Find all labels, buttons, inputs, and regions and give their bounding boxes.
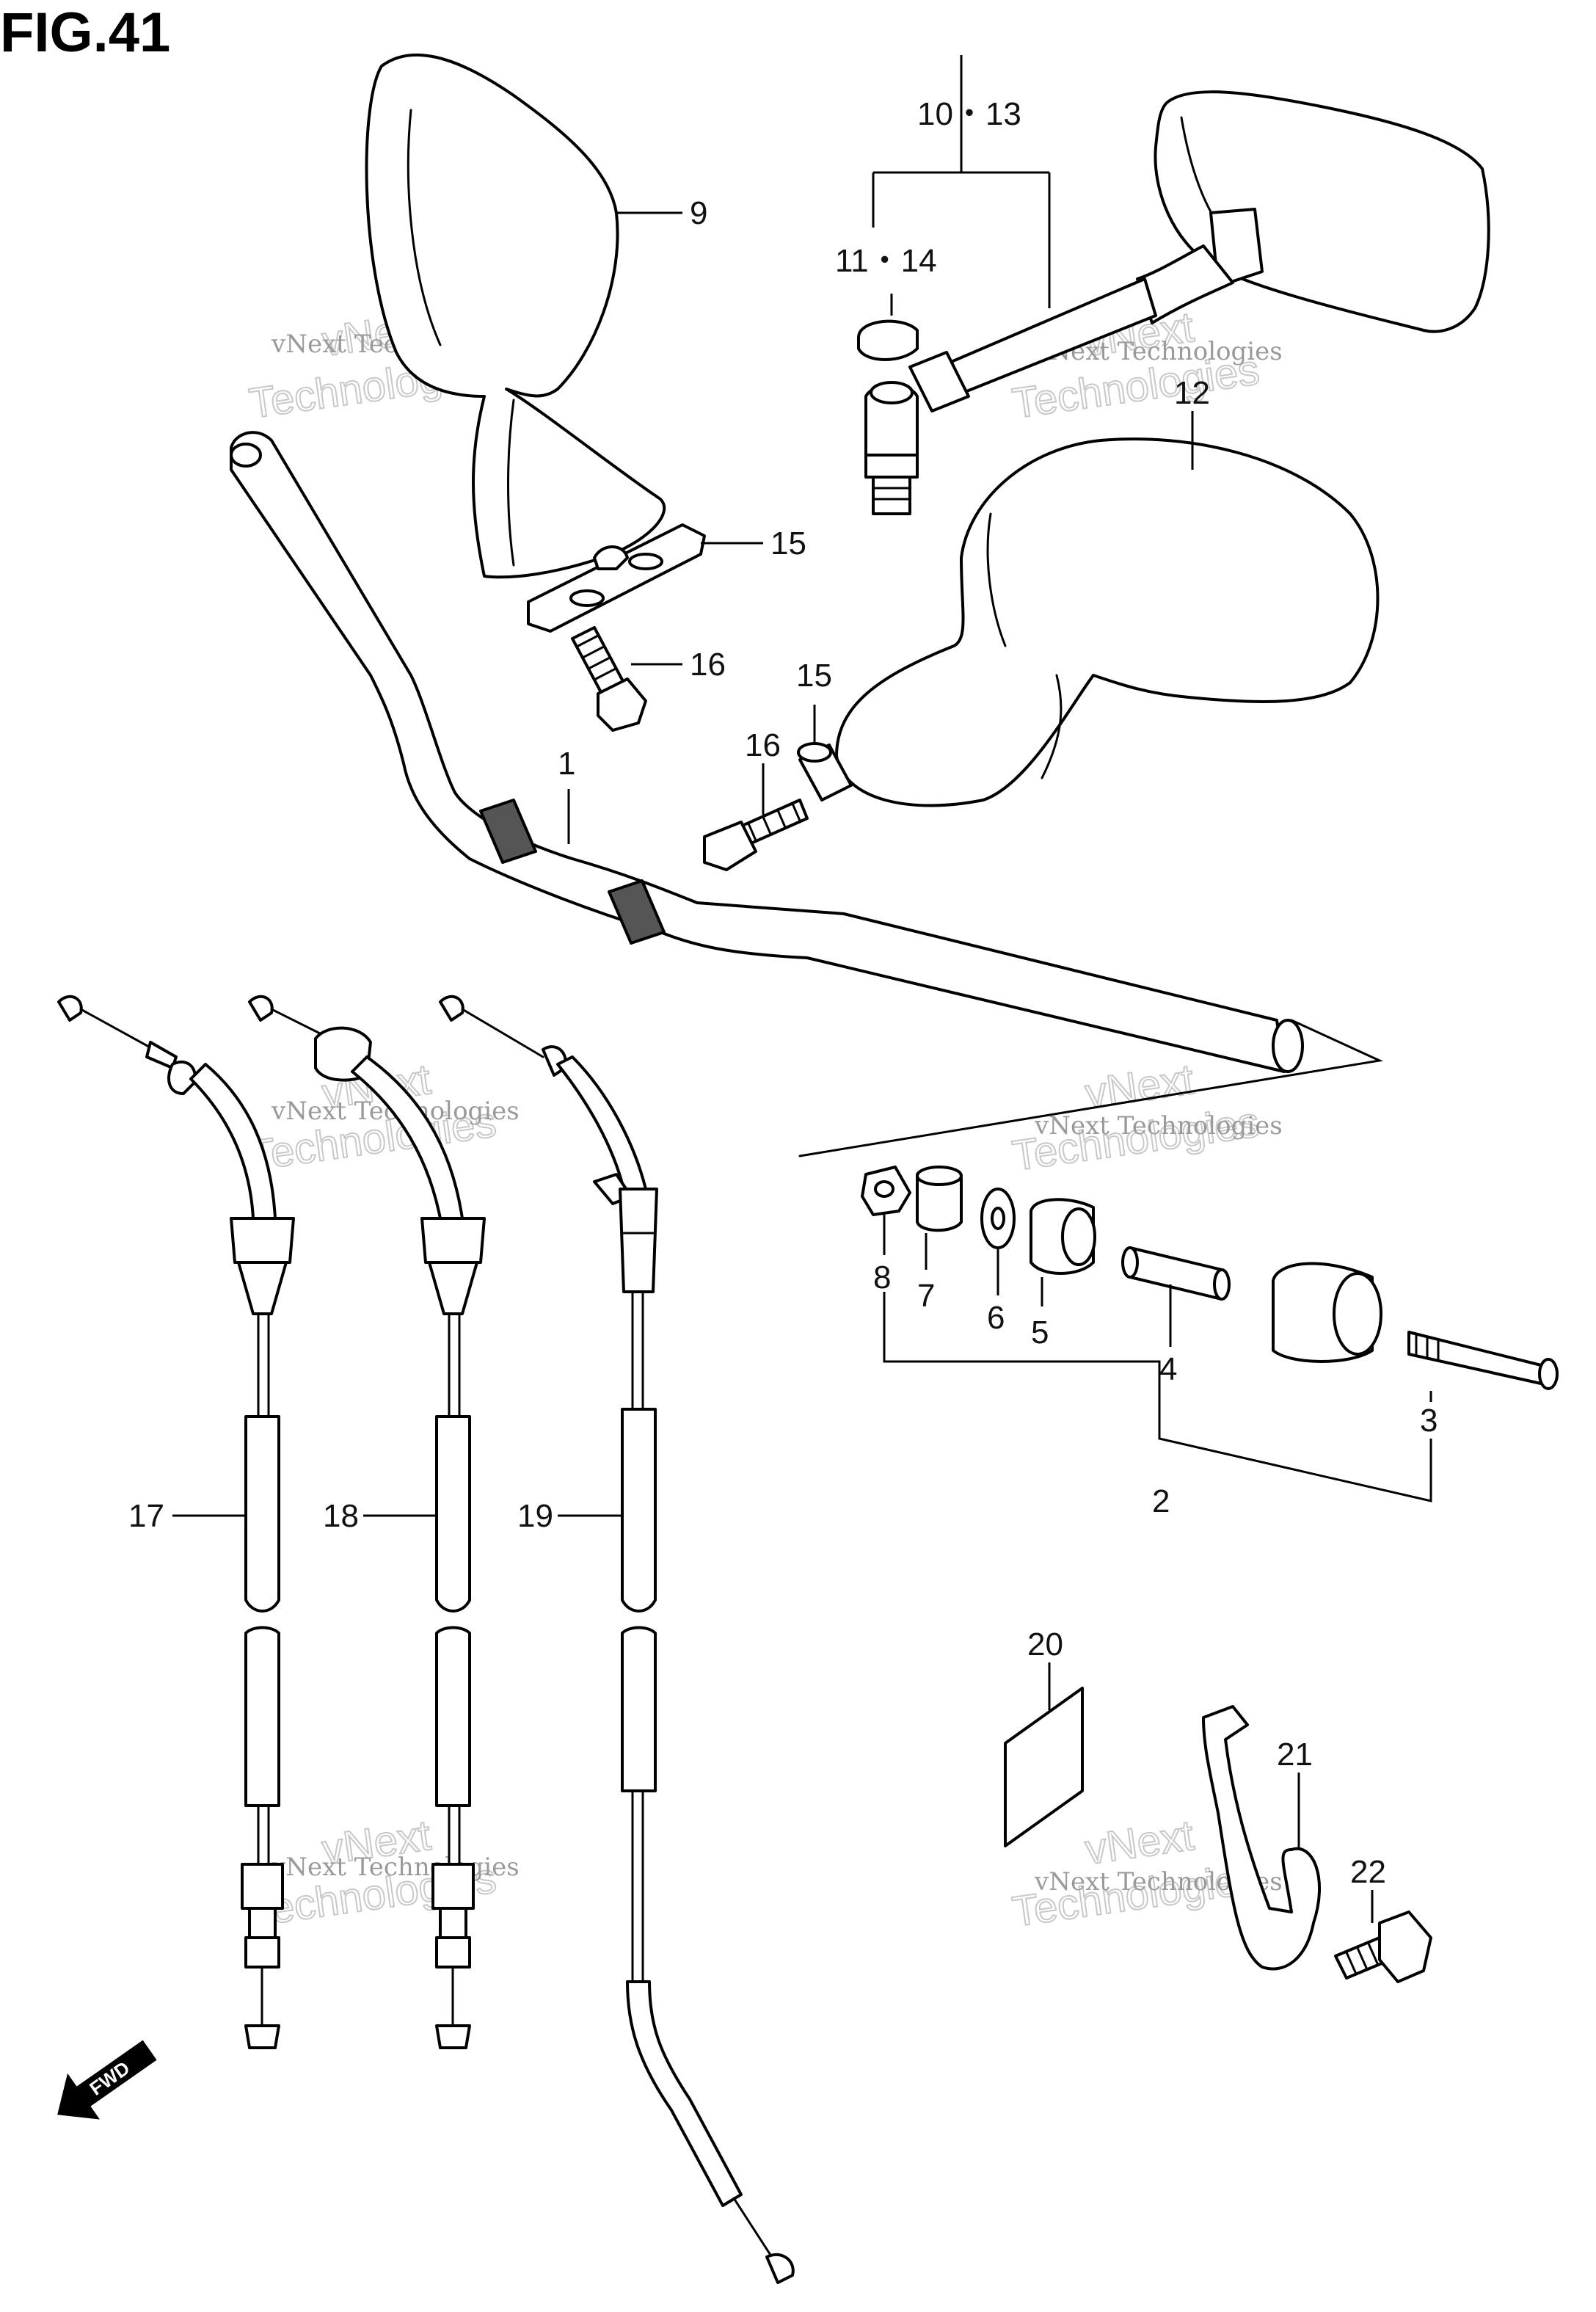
mirror-bolt-right bbox=[703, 799, 809, 871]
leader-lines bbox=[567, 55, 1432, 1502]
grip-knurl bbox=[479, 799, 666, 945]
callout-6: 6 bbox=[987, 1300, 1005, 1336]
mirror-spacer-right bbox=[797, 742, 853, 801]
mirror-left bbox=[365, 53, 666, 579]
callout-10-13: 10・13 bbox=[917, 96, 1021, 132]
callout-17: 17 bbox=[128, 1498, 164, 1534]
callout-5: 5 bbox=[1031, 1315, 1049, 1351]
part-3-screw bbox=[1407, 1331, 1559, 1390]
callout-21: 21 bbox=[1277, 1737, 1313, 1773]
label-sticker bbox=[1004, 1662, 1084, 1847]
mirror-cover-right bbox=[835, 437, 1380, 807]
watermark-text: vNext Technologies bbox=[1034, 1111, 1283, 1141]
callout-16-right: 16 bbox=[745, 727, 781, 763]
part-8-nut bbox=[861, 1166, 911, 1216]
section-cut-line bbox=[798, 1019, 1384, 1157]
callout-20: 20 bbox=[1027, 1626, 1063, 1662]
bar-end-weight-assembly bbox=[861, 1166, 1559, 1390]
bar-end-weight bbox=[1272, 1262, 1382, 1363]
callout-9: 9 bbox=[690, 195, 707, 231]
callout-7: 7 bbox=[917, 1278, 935, 1314]
mirror-mount-plate-left bbox=[527, 523, 706, 633]
part-4-weight-rod bbox=[1121, 1246, 1231, 1301]
part-5-rubber bbox=[1030, 1198, 1096, 1275]
callout-4: 4 bbox=[1159, 1351, 1177, 1387]
callout-1: 1 bbox=[558, 746, 575, 782]
figure-title: FIG.41 bbox=[0, 1, 170, 64]
throttle-cable-17 bbox=[57, 995, 295, 2049]
callout-18: 18 bbox=[323, 1498, 359, 1534]
mirror-right bbox=[864, 90, 1490, 515]
callout-3: 3 bbox=[1420, 1403, 1438, 1439]
mirror-bolt-left bbox=[571, 626, 647, 732]
choke-cable-19 bbox=[439, 995, 795, 2284]
callout-19: 19 bbox=[517, 1498, 553, 1534]
callout-16-left: 16 bbox=[690, 647, 726, 683]
callout-15-right: 15 bbox=[796, 658, 832, 694]
handlebar bbox=[230, 431, 1304, 1073]
callout-11-14: 11・14 bbox=[835, 243, 937, 279]
mirror-cap bbox=[857, 319, 919, 361]
callouts: 9 10・13 11・14 12 15 16 15 16 1 8 7 6 5 4… bbox=[128, 96, 1438, 1890]
callout-8: 8 bbox=[873, 1259, 891, 1295]
clamp-bolt bbox=[1334, 1890, 1432, 1983]
part-6-washer bbox=[980, 1188, 1016, 1249]
throttle-cable-18 bbox=[248, 995, 486, 2049]
callout-12: 12 bbox=[1174, 375, 1210, 411]
forward-arrow-icon: FWD bbox=[57, 2040, 157, 2120]
callout-15-left: 15 bbox=[770, 526, 806, 561]
callout-2: 2 bbox=[1152, 1483, 1170, 1519]
watermark-text: vNext Technologies bbox=[271, 1853, 520, 1882]
callout-22: 22 bbox=[1350, 1854, 1386, 1890]
part-7-collar bbox=[916, 1166, 963, 1232]
cable-clamp bbox=[1202, 1705, 1321, 1971]
